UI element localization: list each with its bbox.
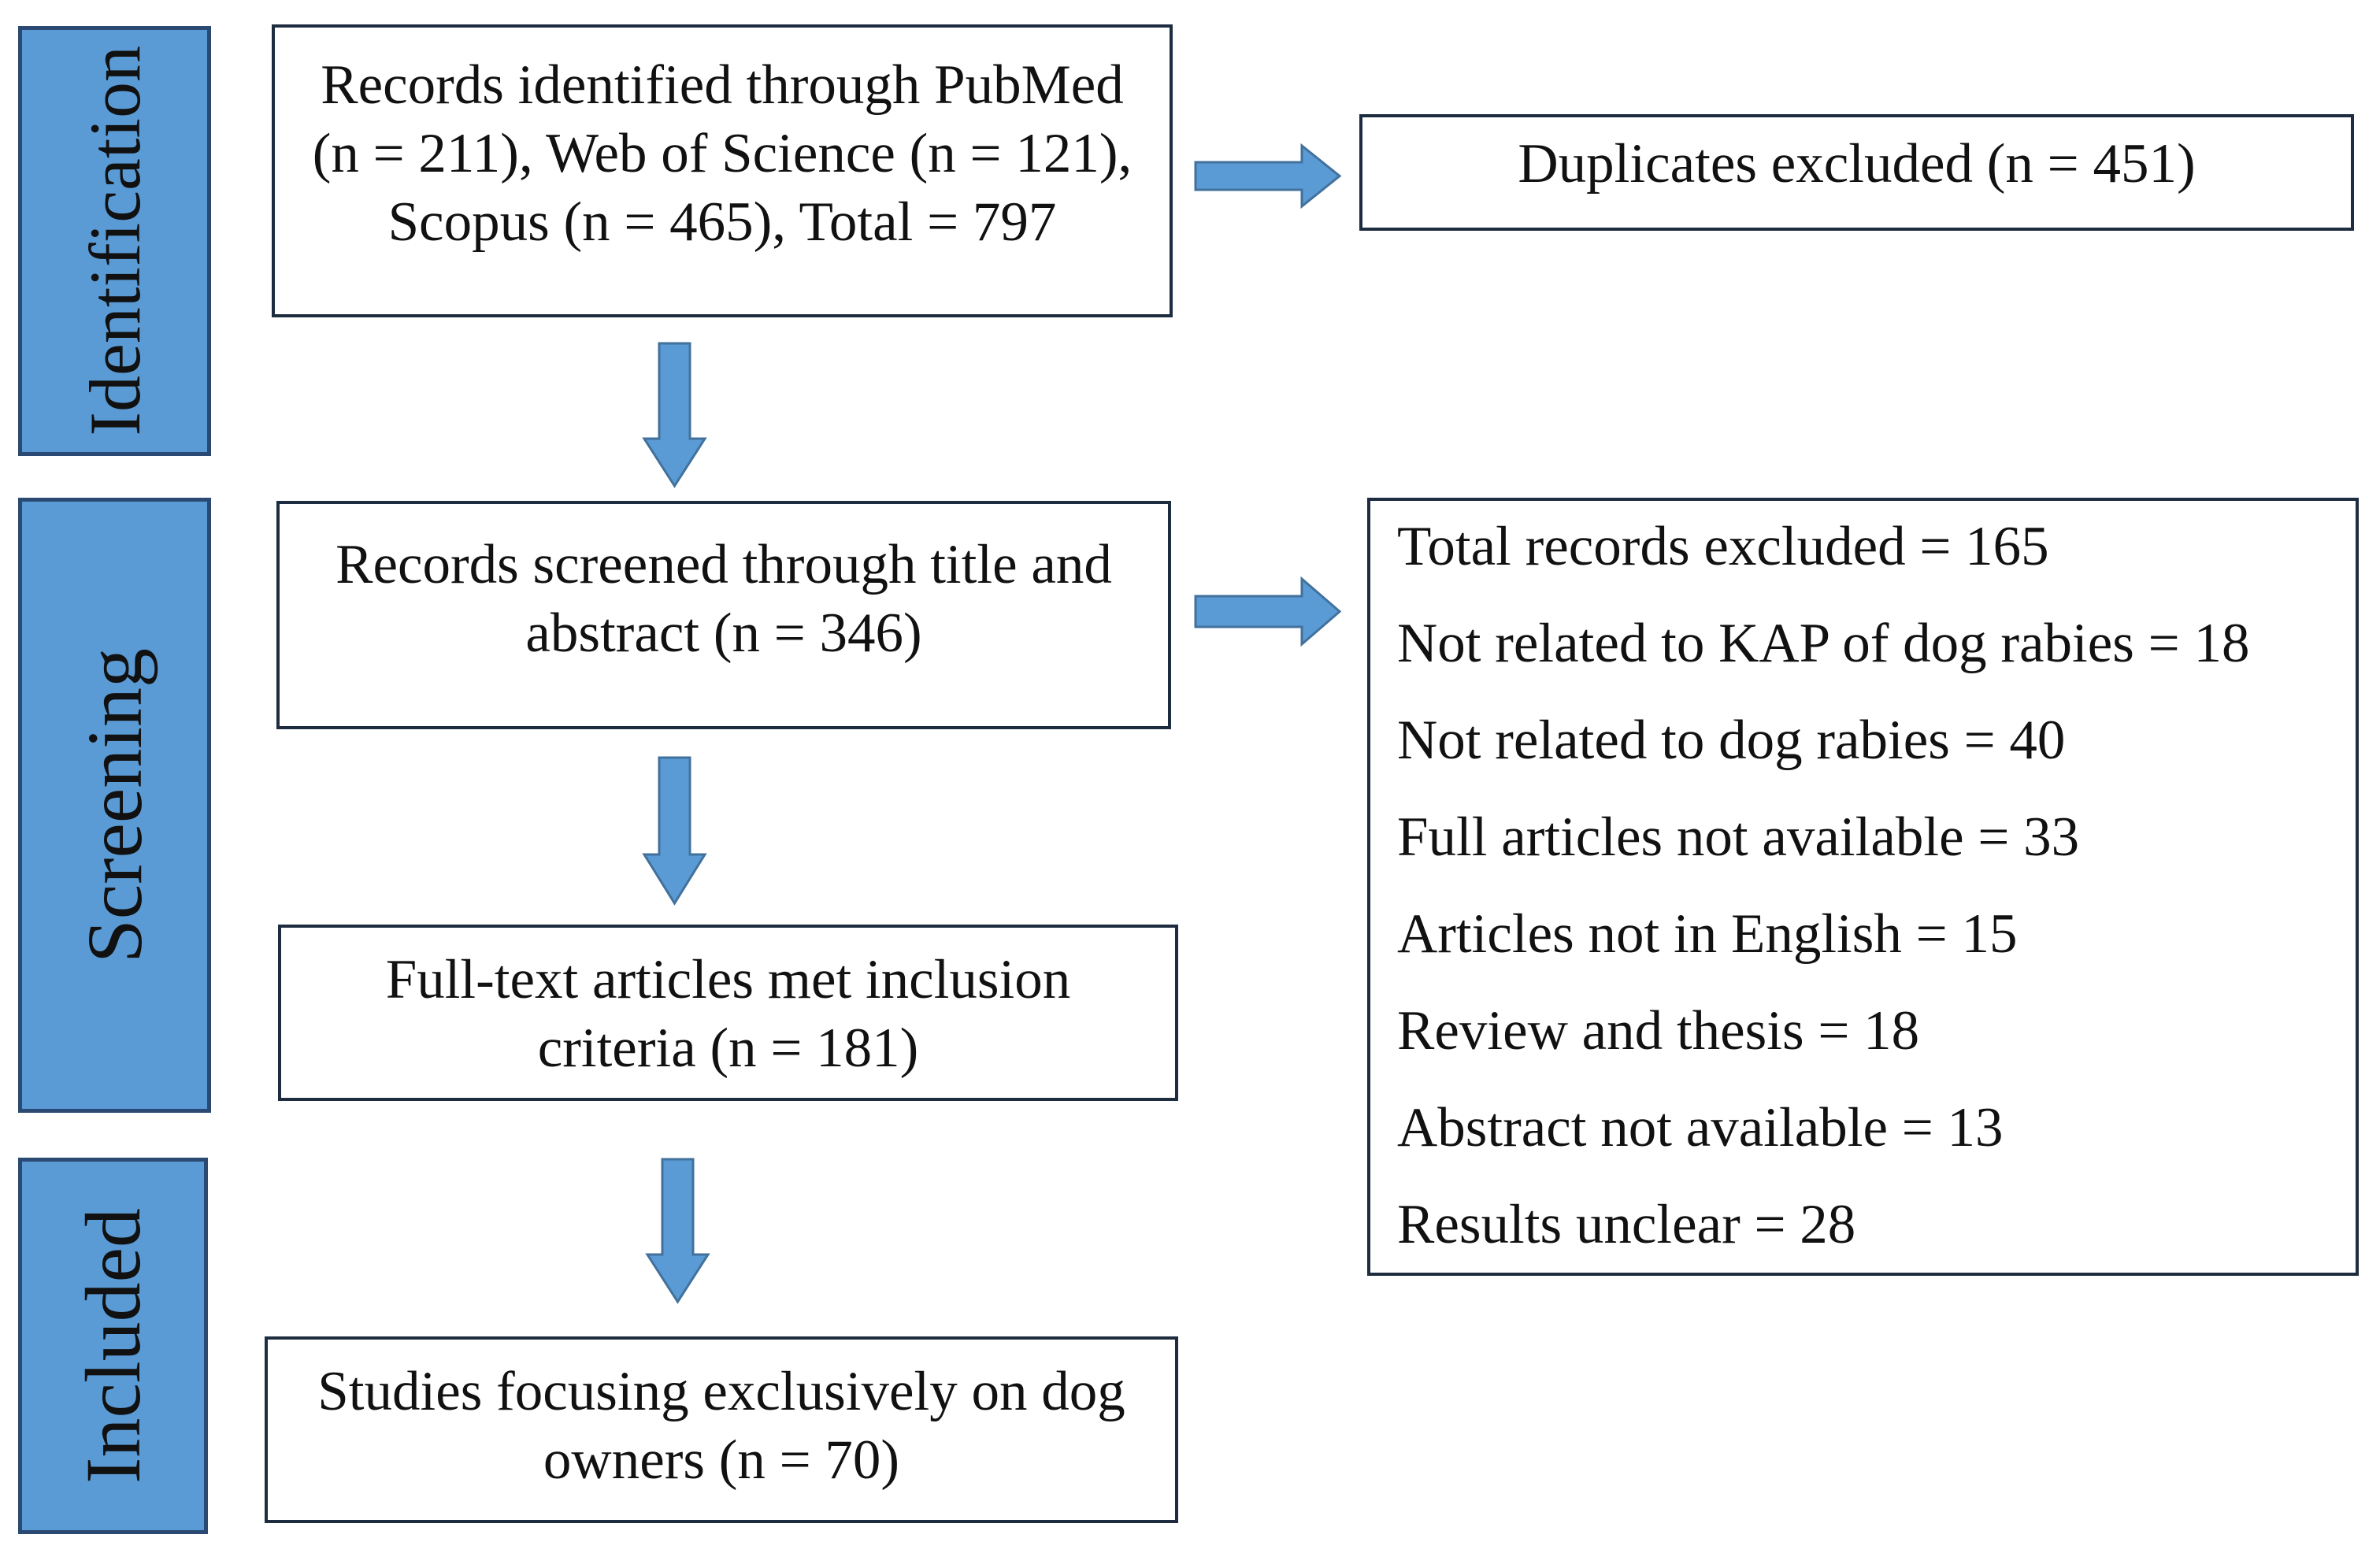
box-included-studies-line: Studies focusing exclusively on dog	[317, 1361, 1125, 1422]
box-records-identified-text: Records identified through PubMed (n = 2…	[275, 51, 1170, 257]
box-records-screened-text: Records screened through title and abstr…	[280, 531, 1168, 668]
excluded-list: Total records excluded = 165 Not related…	[1397, 513, 2249, 1259]
box-duplicates-excluded: Duplicates excluded (n = 451)	[1359, 114, 2354, 231]
arrow-shape	[642, 756, 707, 906]
arrow-screened-to-excluded	[1194, 576, 1342, 647]
box-records-screened-line: abstract (n = 346)	[525, 602, 922, 664]
box-full-text-articles-text: Full-text articles met inclusion criteri…	[281, 946, 1175, 1083]
box-records-screened-line: Records screened through title and	[335, 534, 1112, 595]
excluded-total: Total records excluded = 165	[1397, 516, 2049, 577]
box-duplicates-excluded-line: Duplicates excluded (n = 451)	[1518, 133, 2196, 195]
stage-label-identification: Identification	[74, 46, 155, 436]
arrow-screened-to-full-text	[642, 756, 707, 906]
excluded-reason: Full articles not available = 33	[1397, 806, 2080, 868]
box-records-excluded: Total records excluded = 165 Not related…	[1367, 498, 2359, 1276]
stage-screening: Screening	[18, 498, 211, 1113]
box-records-identified-line: (n = 211), Web of Science (n = 121),	[312, 123, 1133, 184]
box-duplicates-excluded-text: Duplicates excluded (n = 451)	[1362, 130, 2351, 198]
box-records-identified-line: Scopus (n = 465), Total = 797	[387, 191, 1057, 253]
stage-label-screening: Screening	[70, 647, 158, 963]
stage-identification: Identification	[18, 26, 211, 456]
arrow-shape	[642, 342, 707, 488]
excluded-reason: Not related to dog rabies = 40	[1397, 710, 2066, 771]
box-full-text-articles-line: criteria (n = 181)	[537, 1017, 919, 1079]
excluded-reason: Not related to KAP of dog rabies = 18	[1397, 613, 2250, 674]
excluded-reason: Articles not in English = 15	[1397, 903, 2018, 965]
excluded-reason: Results unclear = 28	[1397, 1194, 1856, 1255]
excluded-reason: Abstract not available = 13	[1397, 1097, 2004, 1158]
box-records-identified: Records identified through PubMed (n = 2…	[272, 24, 1173, 317]
arrow-identified-to-screened	[642, 342, 707, 488]
box-full-text-articles-line: Full-text articles met inclusion	[385, 949, 1071, 1010]
excluded-reason: Review and thesis = 18	[1397, 1000, 1920, 1062]
box-full-text-articles: Full-text articles met inclusion criteri…	[278, 925, 1178, 1101]
box-included-studies-text: Studies focusing exclusively on dog owne…	[268, 1358, 1175, 1495]
box-records-identified-line: Records identified through PubMed	[321, 54, 1124, 116]
arrow-shape	[1194, 143, 1342, 209]
arrow-shape	[645, 1158, 710, 1304]
box-included-studies-line: owners (n = 70)	[543, 1429, 900, 1491]
arrow-full-text-to-included	[645, 1158, 710, 1304]
stage-included: Included	[18, 1158, 208, 1534]
box-included-studies: Studies focusing exclusively on dog owne…	[265, 1336, 1178, 1523]
arrow-identified-to-duplicates	[1194, 143, 1342, 209]
arrow-shape	[1194, 576, 1342, 647]
stage-label-included: Included	[69, 1208, 157, 1484]
box-records-screened: Records screened through title and abstr…	[276, 501, 1171, 729]
